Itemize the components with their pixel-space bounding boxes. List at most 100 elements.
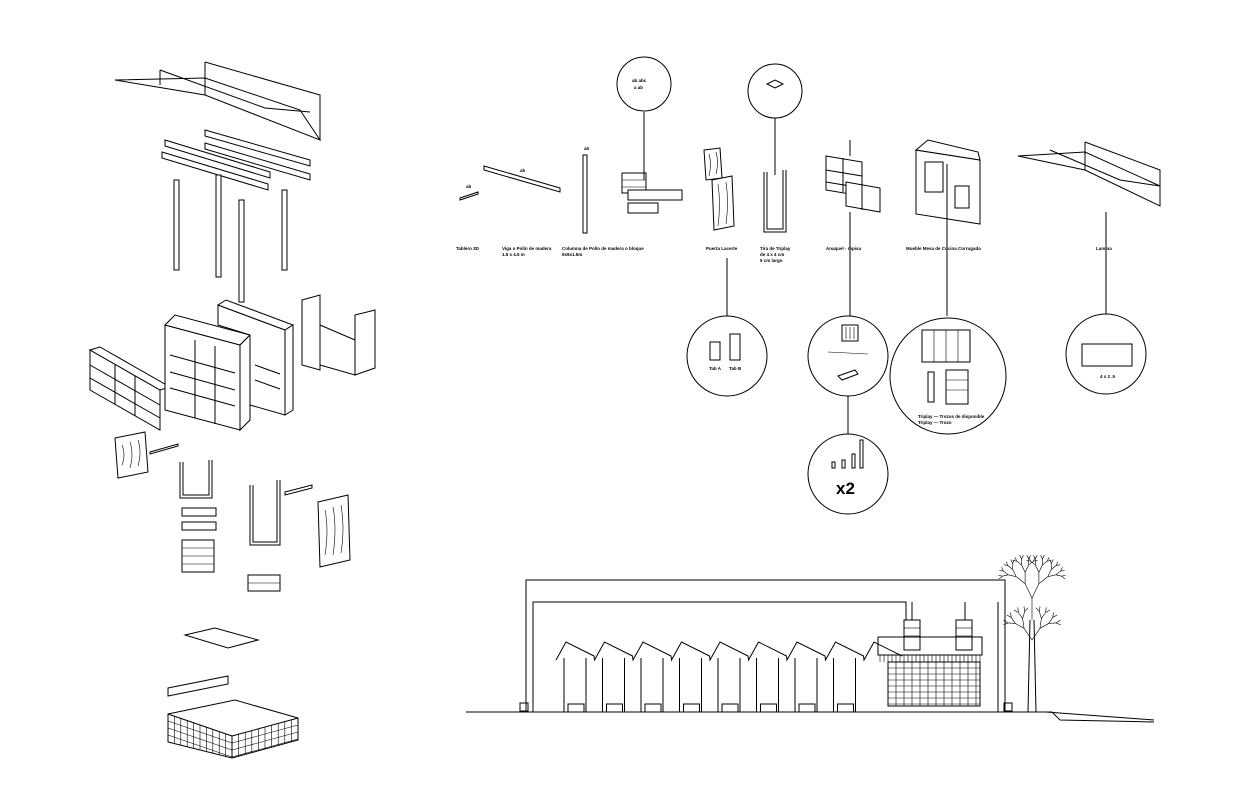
component-column: ab <box>582 146 590 234</box>
footing-block <box>721 703 739 713</box>
drawing-line <box>231 731 299 751</box>
drawing-line <box>1051 565 1057 570</box>
footing-block <box>837 703 854 713</box>
door-piece-2 <box>317 494 351 568</box>
drawing-line <box>1021 564 1026 573</box>
label-columna-dim: 9x9x1.5m <box>562 252 582 257</box>
drawing-line <box>1055 570 1061 576</box>
building-elevation-icon <box>466 579 1155 723</box>
drawing-line <box>1041 612 1046 619</box>
label-puerta: Puerta Lacerte <box>706 246 738 251</box>
label-viga: Viga o Polín de madera <box>502 246 552 251</box>
drawing-line <box>1052 612 1054 618</box>
drawing-line <box>1003 564 1009 566</box>
drawing-line <box>1019 555 1022 560</box>
svg-text:ab: ab <box>466 184 472 189</box>
drawing-line <box>1038 564 1043 573</box>
drawing-line <box>998 574 1003 577</box>
footing-block <box>606 703 623 713</box>
drawing-line <box>1055 622 1061 626</box>
drawing-line <box>167 720 233 744</box>
label-tira: Tira de Triplay <box>760 246 791 251</box>
drawing-line <box>1006 614 1012 618</box>
component-roof-sheet <box>1017 141 1161 314</box>
label-viga-dim: 1.5 x 4.5 m <box>502 252 525 257</box>
component-block: ab abc a ab <box>616 56 683 214</box>
drawing-line <box>1047 574 1056 577</box>
label-tira-dim1: de 4 x 4 cm <box>760 252 784 257</box>
drawing-line <box>999 569 1004 572</box>
drawing-line <box>1035 555 1038 560</box>
svg-text:ab: ab <box>584 146 590 151</box>
drawing-line <box>1045 607 1047 613</box>
drawing-line <box>1012 560 1017 562</box>
drawing-line <box>1015 623 1025 629</box>
drawing-line <box>1028 561 1034 566</box>
footing-block <box>683 703 700 713</box>
drawing-line <box>1003 622 1009 626</box>
drawing-line <box>1008 574 1017 577</box>
drawing-line <box>1007 565 1013 570</box>
drawing-line <box>1028 557 1031 562</box>
drawing-line <box>231 724 299 744</box>
drawing-line <box>1060 569 1065 572</box>
component-joist: ab <box>483 165 561 193</box>
multiplier-label: x2 <box>836 479 855 498</box>
label-mueble: Mueble Mesa de Cocina Corrugada <box>906 246 981 251</box>
footing-block <box>567 703 585 713</box>
columns <box>173 174 288 303</box>
drawing-line <box>1023 606 1026 612</box>
drawing-line <box>1024 583 1033 599</box>
callout-roof: 4 x 2 .5 <box>1065 313 1147 395</box>
drawing-line <box>1047 560 1052 562</box>
drawing-line <box>1003 570 1009 576</box>
drawing-line <box>1001 567 1004 572</box>
drawing-line <box>1045 609 1051 613</box>
drawing-line <box>1008 622 1016 624</box>
component-strip <box>747 63 803 233</box>
component-shelf <box>825 140 881 318</box>
foundation-grid <box>167 699 299 759</box>
component-door <box>703 147 735 231</box>
roof-joists <box>161 129 311 191</box>
drawing-line <box>1039 618 1042 629</box>
drawing-line <box>1022 618 1025 629</box>
door-piece <box>114 431 179 479</box>
footing-block <box>760 703 777 713</box>
tree-icon <box>998 555 1066 713</box>
footing-block <box>798 703 816 713</box>
drawing-line <box>1055 574 1062 577</box>
drawing-line <box>1061 575 1066 580</box>
drawing-line <box>1038 576 1049 584</box>
drawing-line <box>1031 628 1041 641</box>
label-tira-dim2: 5 cm largo <box>760 258 783 263</box>
callout-furniture: Triplay — Trozos de disponible Triplay —… <box>889 317 1007 435</box>
label-tab-a: Tab A <box>709 366 722 371</box>
drawing-line <box>1060 567 1063 572</box>
drawing-line <box>1018 612 1023 619</box>
drawing-line <box>1031 583 1040 599</box>
drawing-line <box>1016 561 1022 566</box>
drawing-line <box>167 734 233 758</box>
label-tab-b: Tab B <box>729 366 742 371</box>
drawing-line <box>1046 557 1050 562</box>
drawing-line <box>1042 555 1045 560</box>
drawing-line <box>1017 607 1019 613</box>
drawing-line <box>167 727 233 751</box>
callout-shelf-pieces: x2 <box>807 433 889 515</box>
drawing-line <box>1011 617 1016 624</box>
drawing-line <box>1023 628 1033 641</box>
label-tablero: Tablero 3D <box>456 246 480 251</box>
drawing-line <box>1039 623 1049 629</box>
drawing-line <box>1012 559 1015 564</box>
callout-door-tabs: Tab A Tab B <box>686 315 768 397</box>
drawing-line <box>1005 561 1009 566</box>
drawing-line <box>1003 620 1009 624</box>
drawing-line <box>1048 617 1053 624</box>
drawing-line <box>1055 564 1061 566</box>
drawing-line <box>1010 612 1012 618</box>
roof-sheet <box>114 61 322 142</box>
footing-block <box>644 703 662 713</box>
drawing-line <box>1052 614 1058 618</box>
